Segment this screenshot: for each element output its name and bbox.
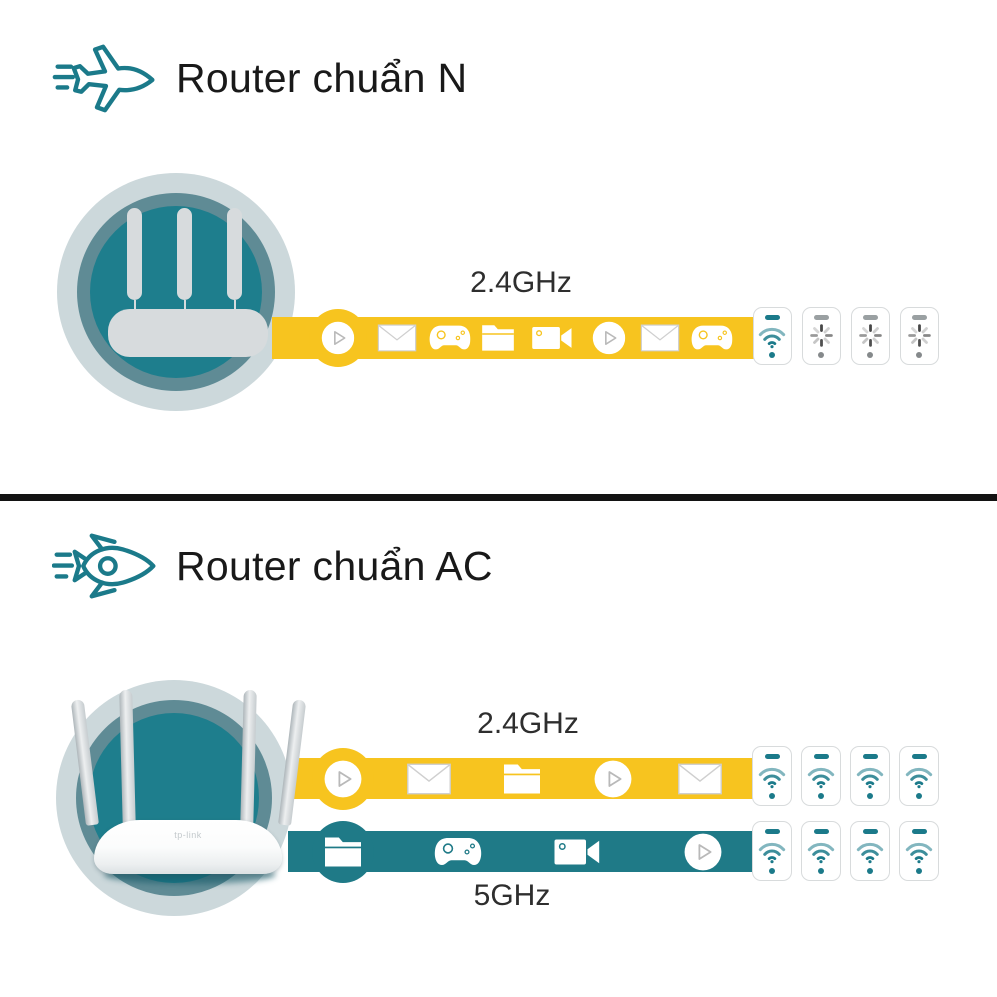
phone-device-connected	[850, 821, 890, 881]
antenna-stem	[233, 300, 236, 311]
phone-device-connected	[850, 746, 890, 806]
section-title: Router chuẩn N	[176, 54, 468, 101]
loading-spinner-icon	[907, 324, 931, 348]
phone-device-connected	[801, 746, 841, 806]
section-title: Router chuẩn AC	[176, 542, 493, 589]
router-n-body	[108, 309, 268, 357]
router-n-illustration	[57, 173, 295, 411]
wifi-icon	[856, 768, 884, 789]
router-logo: tp-link	[174, 830, 202, 840]
router-antenna	[227, 208, 242, 300]
video-camera-icon	[532, 325, 572, 351]
play-icon	[324, 760, 362, 798]
phone-speaker	[813, 315, 829, 320]
wifi-icon	[807, 843, 835, 864]
section-header: Router chuẩn AC	[52, 524, 493, 608]
gamepad-icon	[691, 324, 733, 351]
phone-device-connected	[752, 307, 792, 365]
phone-speaker	[862, 315, 878, 320]
wifi-icon	[758, 768, 786, 789]
play-icon	[594, 760, 632, 798]
phone-home-button	[818, 868, 824, 874]
phone-speaker	[911, 315, 927, 320]
phone-device-loading	[801, 307, 841, 365]
phone-home-button	[769, 793, 775, 799]
section-header: Router chuẩn N	[52, 36, 467, 120]
phone-device-loading	[850, 307, 890, 365]
folder-icon	[482, 325, 515, 351]
wifi-icon	[807, 768, 835, 789]
gamepad-icon	[434, 836, 482, 867]
wifi-icon	[758, 843, 786, 864]
loading-spinner-icon	[858, 324, 882, 348]
antenna-stem	[133, 300, 136, 311]
router-antenna	[127, 208, 142, 300]
phone-home-button	[916, 868, 922, 874]
gamepad-icon	[429, 324, 471, 351]
mail-icon	[407, 763, 451, 794]
section-divider	[0, 494, 997, 501]
play-icon	[321, 321, 355, 355]
phone-home-button	[867, 793, 873, 799]
phone-device-connected	[752, 821, 792, 881]
wifi-icon	[905, 843, 933, 864]
phone-home-button	[916, 352, 922, 358]
phone-device-connected	[899, 746, 939, 806]
phone-home-button	[818, 352, 824, 358]
phone-home-button	[867, 868, 873, 874]
phone-home-button	[769, 868, 775, 874]
wifi-icon	[856, 843, 884, 864]
phone-speaker	[813, 754, 829, 759]
band-frequency-label: 2.4GHz	[477, 707, 579, 740]
video-camera-icon	[554, 837, 600, 867]
phone-home-button	[818, 793, 824, 799]
router-antenna	[177, 208, 192, 300]
phone-device-loading	[899, 307, 939, 365]
play-icon	[592, 321, 626, 355]
phone-speaker	[764, 754, 780, 759]
phone-home-button	[916, 793, 922, 799]
antenna-stem	[183, 300, 186, 311]
phone-device-connected	[899, 821, 939, 881]
phone-speaker	[813, 829, 829, 834]
phone-device-connected	[801, 821, 841, 881]
phone-home-button	[867, 352, 873, 358]
phone-speaker	[862, 829, 878, 834]
folder-icon	[325, 837, 362, 867]
band-frequency-label: 5GHz	[473, 879, 551, 912]
airplane-icon	[52, 37, 158, 119]
phone-device-connected	[752, 746, 792, 806]
wifi-icon	[758, 328, 786, 349]
router-ac-body: tp-link	[94, 820, 282, 874]
phone-speaker	[911, 754, 927, 759]
phone-speaker	[764, 829, 780, 834]
mail-icon	[678, 763, 722, 794]
band-frequency-label: 2.4GHz	[470, 266, 572, 299]
loading-spinner-icon	[809, 324, 833, 348]
rocket-icon	[52, 525, 158, 607]
folder-icon	[504, 764, 541, 794]
mail-icon	[377, 324, 417, 352]
play-icon	[684, 833, 722, 871]
phone-speaker	[911, 829, 927, 834]
phone-speaker	[764, 315, 780, 320]
phone-speaker	[862, 754, 878, 759]
mail-icon	[640, 324, 680, 352]
wifi-icon	[905, 768, 933, 789]
phone-home-button	[769, 352, 775, 358]
